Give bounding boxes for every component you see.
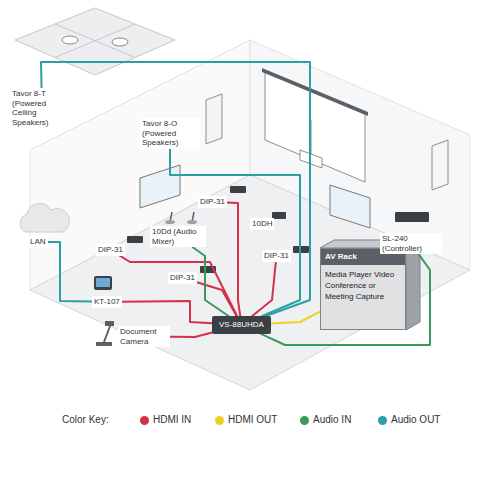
legend-swatch	[378, 416, 387, 425]
display-panel	[330, 185, 370, 228]
legend-text: HDMI IN	[153, 414, 191, 426]
signal-cable	[41, 62, 310, 316]
ceiling-grid	[55, 24, 135, 58]
device-label: KT-107	[92, 296, 122, 308]
dip-device	[230, 186, 246, 193]
legend-swatch	[300, 416, 309, 425]
signal-cable	[120, 256, 237, 316]
lan-cloud	[20, 204, 69, 232]
powered-speaker	[206, 94, 222, 144]
legend-swatch	[140, 416, 149, 425]
powered-speaker	[432, 140, 448, 190]
controller-device	[395, 212, 429, 222]
microphone-base	[187, 220, 197, 224]
switcher-box: VS-88UHDA	[212, 316, 271, 334]
controller-label: SL-240 (Controller)	[380, 233, 442, 254]
node-title: VS-88UHDA	[219, 320, 264, 330]
camera-arm	[104, 326, 110, 342]
speaker-label: Tavor 8-T (Powered Ceiling Speakers)	[10, 88, 74, 128]
node-title: Tavor 8-T (Powered Ceiling Speakers)	[12, 89, 72, 127]
display-panel	[140, 165, 180, 208]
camera-head	[105, 321, 114, 326]
legend-heading: Color Key:	[62, 414, 109, 426]
device-label: DIP-31	[96, 244, 125, 256]
ceiling-speaker	[62, 36, 78, 44]
ceiling-speaker	[112, 38, 128, 46]
signal-cable	[122, 301, 212, 323]
signal-cable	[271, 312, 320, 324]
signal-cable	[252, 262, 276, 316]
node-title: Tavor 8-O (Powered Speakers)	[142, 119, 198, 148]
signal-cable	[227, 202, 240, 316]
device-label: 10DH	[250, 218, 274, 230]
speaker-label: Tavor 8-O (Powered Speakers)	[140, 118, 200, 149]
legend-item: Audio OUT	[378, 414, 440, 426]
dip-device	[127, 236, 143, 243]
device-label: DIP-31	[198, 196, 227, 208]
av-rack: AV RackMedia Player Video Conference or …	[320, 248, 406, 330]
node-title: SL-240 (Controller)	[382, 234, 440, 253]
device-label: DIP-31	[262, 250, 291, 262]
room-floor	[30, 175, 470, 390]
node-title: 10DH	[252, 219, 272, 229]
legend-text: Audio IN	[313, 414, 351, 426]
signal-cable	[193, 247, 229, 316]
legend-item: HDMI OUT	[215, 414, 277, 426]
legend-item: Audio IN	[300, 414, 351, 426]
legend-item: HDMI IN	[140, 414, 191, 426]
device-label: 10Dd (Audio Mixer)	[150, 226, 206, 247]
network-label: LAN	[28, 236, 48, 248]
node-title: Document Camera	[120, 327, 168, 346]
legend-text: HDMI OUT	[228, 414, 277, 426]
node-title: DIP-31	[264, 251, 289, 261]
touch-screen	[96, 278, 110, 287]
device-label: DIP-31	[168, 272, 197, 284]
node-title: DIP-31	[170, 273, 195, 283]
camera-base	[96, 342, 112, 346]
node-title: LAN	[30, 237, 46, 247]
node-title: KT-107	[94, 297, 120, 307]
ceiling-panel	[15, 8, 175, 75]
node-title: DIP-31	[98, 245, 123, 255]
ceiling-grid	[55, 24, 135, 58]
node-title: 10Dd (Audio Mixer)	[152, 227, 204, 246]
microphone-base	[165, 220, 175, 224]
node-title: DIP-31	[200, 197, 225, 207]
legend-text: Audio OUT	[391, 414, 440, 426]
screen-housing	[262, 68, 368, 116]
touch-panel	[94, 276, 112, 290]
legend-swatch	[215, 416, 224, 425]
node-body: Media Player Video Conference or Meeting…	[321, 265, 405, 307]
signal-cable	[170, 333, 212, 337]
signal-cable	[197, 282, 237, 316]
device-label: Document Camera	[118, 326, 170, 347]
projection-screen	[265, 72, 365, 182]
signal-cable	[48, 242, 92, 302]
